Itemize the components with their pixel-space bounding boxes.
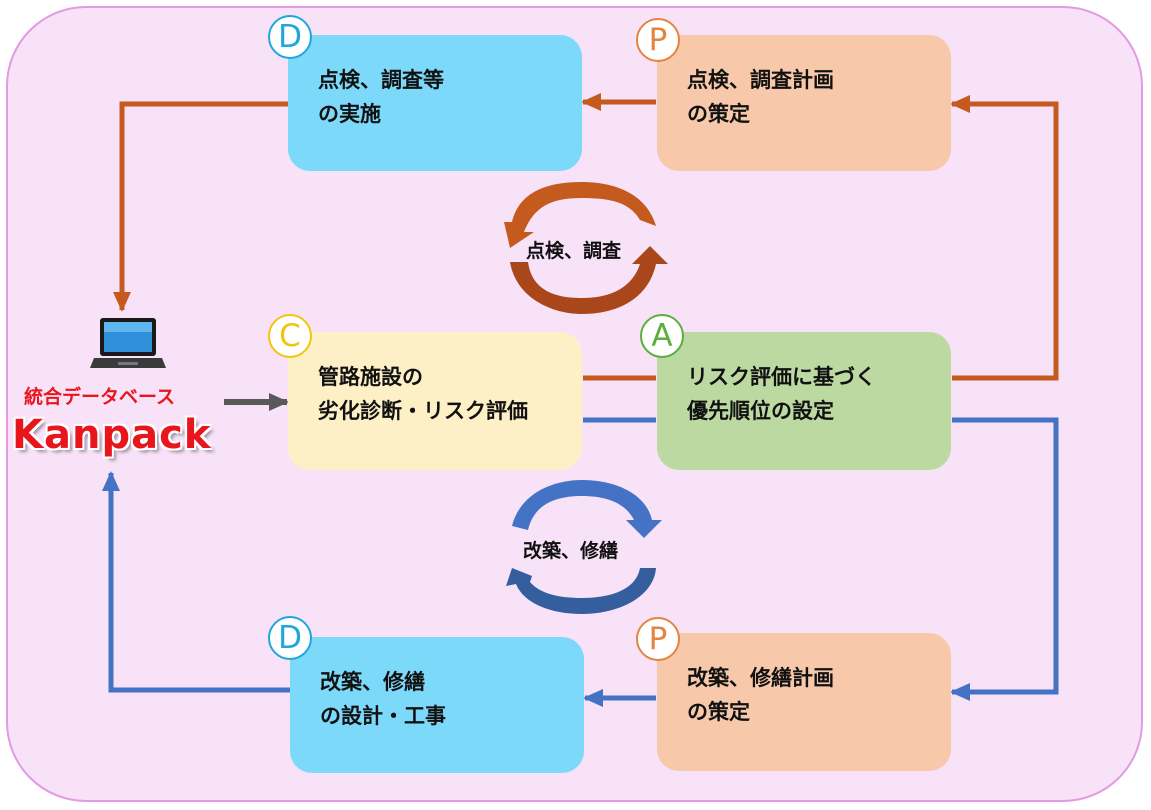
check-box: 管路施設の 劣化診断・リスク評価 — [288, 332, 582, 470]
inspect-plan-box: 点検、調査計画 の策定 — [657, 35, 951, 171]
inspect-do-badge: D — [268, 15, 312, 59]
repair-plan-line2: の策定 — [687, 700, 750, 724]
act-line1: リスク評価に基づく — [687, 365, 876, 389]
check-line1: 管路施設の — [318, 365, 423, 389]
database-name: Kanpack — [12, 412, 212, 458]
repair-do-badge: D — [268, 616, 312, 660]
database-label: 統合データベース — [24, 386, 176, 408]
inspect-do-box: 点検、調査等 の実施 — [288, 35, 582, 171]
arrow-act-to-inspect-plan — [950, 95, 1059, 381]
laptop-icon — [90, 318, 166, 368]
inspect-do-line1: 点検、調査等 — [318, 68, 444, 92]
check-badge: C — [268, 314, 312, 358]
repair-plan-line1: 改築、修繕計画 — [687, 666, 834, 690]
inspection-cycle-label: 点検、調査 — [526, 240, 622, 262]
act-line2: 優先順位の設定 — [687, 399, 834, 423]
repair-do-box: 改築、修繕 の設計・工事 — [290, 637, 584, 773]
repair-plan-badge: P — [636, 617, 680, 661]
arrow-inspect-do-to-database — [113, 101, 288, 312]
inspection-cycle-upper-arrow — [504, 182, 656, 248]
act-badge: A — [640, 314, 684, 358]
repair-do-line2: の設計・工事 — [320, 704, 446, 728]
repair-do-line1: 改築、修繕 — [320, 670, 425, 694]
repair-cycle-lower-arrow — [506, 568, 656, 614]
inspect-plan-line2: の策定 — [687, 102, 750, 126]
repair-plan-box: 改築、修繕計画 の策定 — [657, 633, 951, 771]
inspection-cycle-lower-arrow — [510, 246, 668, 314]
inspect-do-line2: の実施 — [318, 102, 381, 126]
repair-cycle-upper-arrow — [512, 480, 662, 538]
arrow-repair-do-to-database — [102, 471, 290, 693]
inspect-plan-badge: P — [636, 18, 680, 62]
arrow-act-to-repair-plan — [950, 417, 1059, 701]
act-box: リスク評価に基づく 優先順位の設定 — [657, 332, 951, 470]
repair-cycle-label: 改築、修繕 — [523, 540, 619, 562]
check-line2: 劣化診断・リスク評価 — [318, 399, 528, 423]
inspect-plan-line1: 点検、調査計画 — [687, 68, 834, 92]
